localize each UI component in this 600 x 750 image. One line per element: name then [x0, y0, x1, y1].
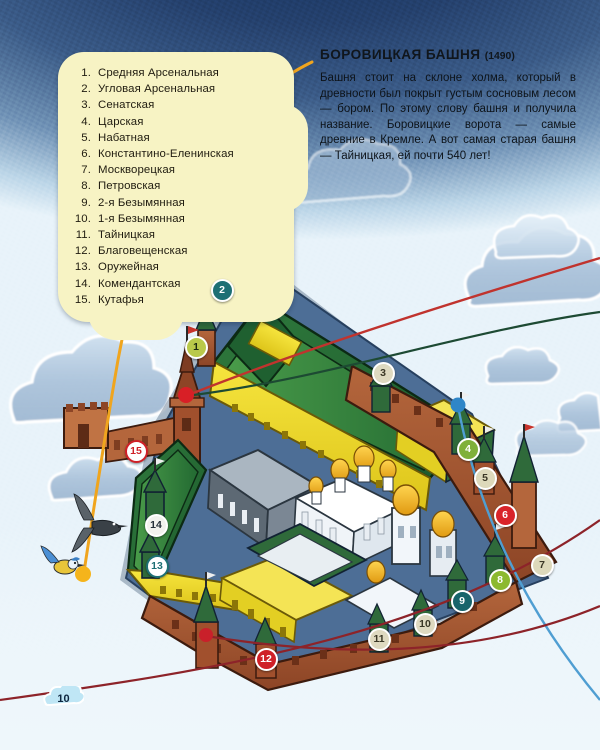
- list-item: 9. 2-я Безымянная: [72, 195, 284, 211]
- cloud-group-left: [9, 334, 173, 502]
- article-title-text: БОРОВИЦКАЯ БАШНЯ: [320, 47, 481, 62]
- komendantskaya-tower: [142, 458, 168, 521]
- list-item: 13. Оружейная: [72, 259, 284, 275]
- legend-item-number: 8.: [81, 180, 91, 193]
- map-marker-4[interactable]: 4: [456, 437, 480, 461]
- gold-domes: [308, 445, 397, 505]
- legend-item-number: 5.: [81, 131, 91, 144]
- list-item: 12. Благовещенская: [72, 243, 284, 259]
- list-item: 8. Петровская: [72, 178, 284, 194]
- list-item: 10. 1-я Безымянная: [72, 211, 284, 227]
- page-title: БОРОВИЦКАЯ БАШНЯ (1490): [320, 47, 576, 62]
- map-marker-9[interactable]: 9: [450, 589, 474, 613]
- bluetit-bird: [40, 545, 85, 575]
- legend-item-number: 11.: [75, 229, 91, 242]
- legend-item-label: Тайницкая: [98, 229, 155, 242]
- legend-item-number: 1.: [81, 67, 91, 79]
- legend-item-number: 9.: [81, 196, 91, 209]
- legend-item-label: Петровская: [98, 180, 161, 193]
- legend-item-number: 10.: [74, 212, 91, 225]
- map-marker-11[interactable]: 11: [367, 627, 391, 651]
- map-marker-2[interactable]: 2: [210, 278, 234, 302]
- legend-item-label: Кутафья: [98, 293, 144, 306]
- legend-item-number: 13.: [74, 261, 91, 274]
- legend-item-number: 6.: [81, 148, 91, 161]
- legend-item-number: 7.: [81, 164, 91, 177]
- legend-item-number: 2.: [81, 83, 91, 96]
- legend-item-number: 3.: [81, 99, 91, 112]
- cathedral-group-white: [293, 445, 407, 568]
- page-number: 10: [40, 681, 86, 712]
- legend-item-label: Царская: [98, 115, 144, 128]
- list-item: 4. Царская: [72, 114, 284, 130]
- legend-item-number: 15.: [74, 293, 91, 306]
- magpie-bird: [71, 493, 128, 553]
- list-item: 1. Средняя Арсенальная: [72, 65, 284, 81]
- map-marker-12[interactable]: 12: [254, 647, 278, 671]
- list-item: 7. Москворецкая: [72, 162, 284, 178]
- list-item: 15. Кутафья: [72, 292, 284, 308]
- legend-item-label: Средняя Арсенальная: [98, 67, 219, 79]
- arc-red: [185, 256, 600, 398]
- arc-green: [185, 310, 600, 398]
- legend-item-label: Угловая Арсенальная: [98, 83, 216, 96]
- pointer-dot-blue: [450, 397, 466, 413]
- list-item: 14. Комендантская: [72, 276, 284, 292]
- legend-item-label: Оружейная: [98, 261, 159, 274]
- article-title-year: (1490): [484, 51, 515, 62]
- legend-item-number: 14.: [74, 277, 91, 290]
- list-item: 3. Сенатская: [72, 97, 284, 113]
- page-number-text: 10: [57, 693, 70, 705]
- map-marker-1[interactable]: 1: [184, 335, 208, 359]
- map-marker-15[interactable]: 15: [124, 439, 148, 463]
- map-marker-14[interactable]: 14: [144, 513, 168, 537]
- map-marker-3[interactable]: 3: [371, 361, 395, 385]
- legend-item-label: Константино-Еленинская: [98, 148, 234, 161]
- article-block: БОРОВИЦКАЯ БАШНЯ (1490) Башня стоит на с…: [320, 47, 576, 165]
- list-item: 5. Набатная: [72, 130, 284, 146]
- map-marker-5[interactable]: 5: [473, 466, 497, 490]
- legend-item-label: Комендантская: [98, 277, 181, 290]
- cloud-group-top: [291, 137, 413, 204]
- legend-item-number: 4.: [81, 115, 91, 128]
- legend-item-label: Сенатская: [98, 99, 155, 112]
- legend-item-number: 12.: [74, 245, 91, 258]
- list-item: 2. Угловая Арсенальная: [72, 81, 284, 97]
- map-marker-10[interactable]: 10: [413, 612, 437, 636]
- cloud-group-right: [463, 214, 600, 458]
- map-marker-13[interactable]: 13: [145, 554, 169, 578]
- towers-legend-panel: 1. Средняя Арсенальная 2. Угловая Арсеналь…: [58, 52, 308, 341]
- map-marker-7[interactable]: 7: [530, 553, 554, 577]
- article-body: Башня стоит на склоне холма, который в д…: [320, 72, 576, 162]
- legend-item-label: 1-я Безымянная: [98, 212, 185, 225]
- map-marker-6[interactable]: 6: [493, 503, 517, 527]
- map-marker-8[interactable]: 8: [488, 568, 512, 592]
- legend-item-label: 2-я Безымянная: [98, 196, 185, 209]
- legend-item-label: Москворецкая: [98, 164, 176, 177]
- pointer-dot-red: [178, 387, 194, 403]
- legend-item-label: Благовещенская: [98, 245, 188, 258]
- legend-item-label: Набатная: [98, 131, 150, 144]
- towers-legend-list: 1. Средняя Арсенальная 2. Угловая Арсеналь…: [72, 65, 284, 308]
- list-item: 11. Тайницкая: [72, 227, 284, 243]
- list-item: 6. Константино-Еленинская: [72, 146, 284, 162]
